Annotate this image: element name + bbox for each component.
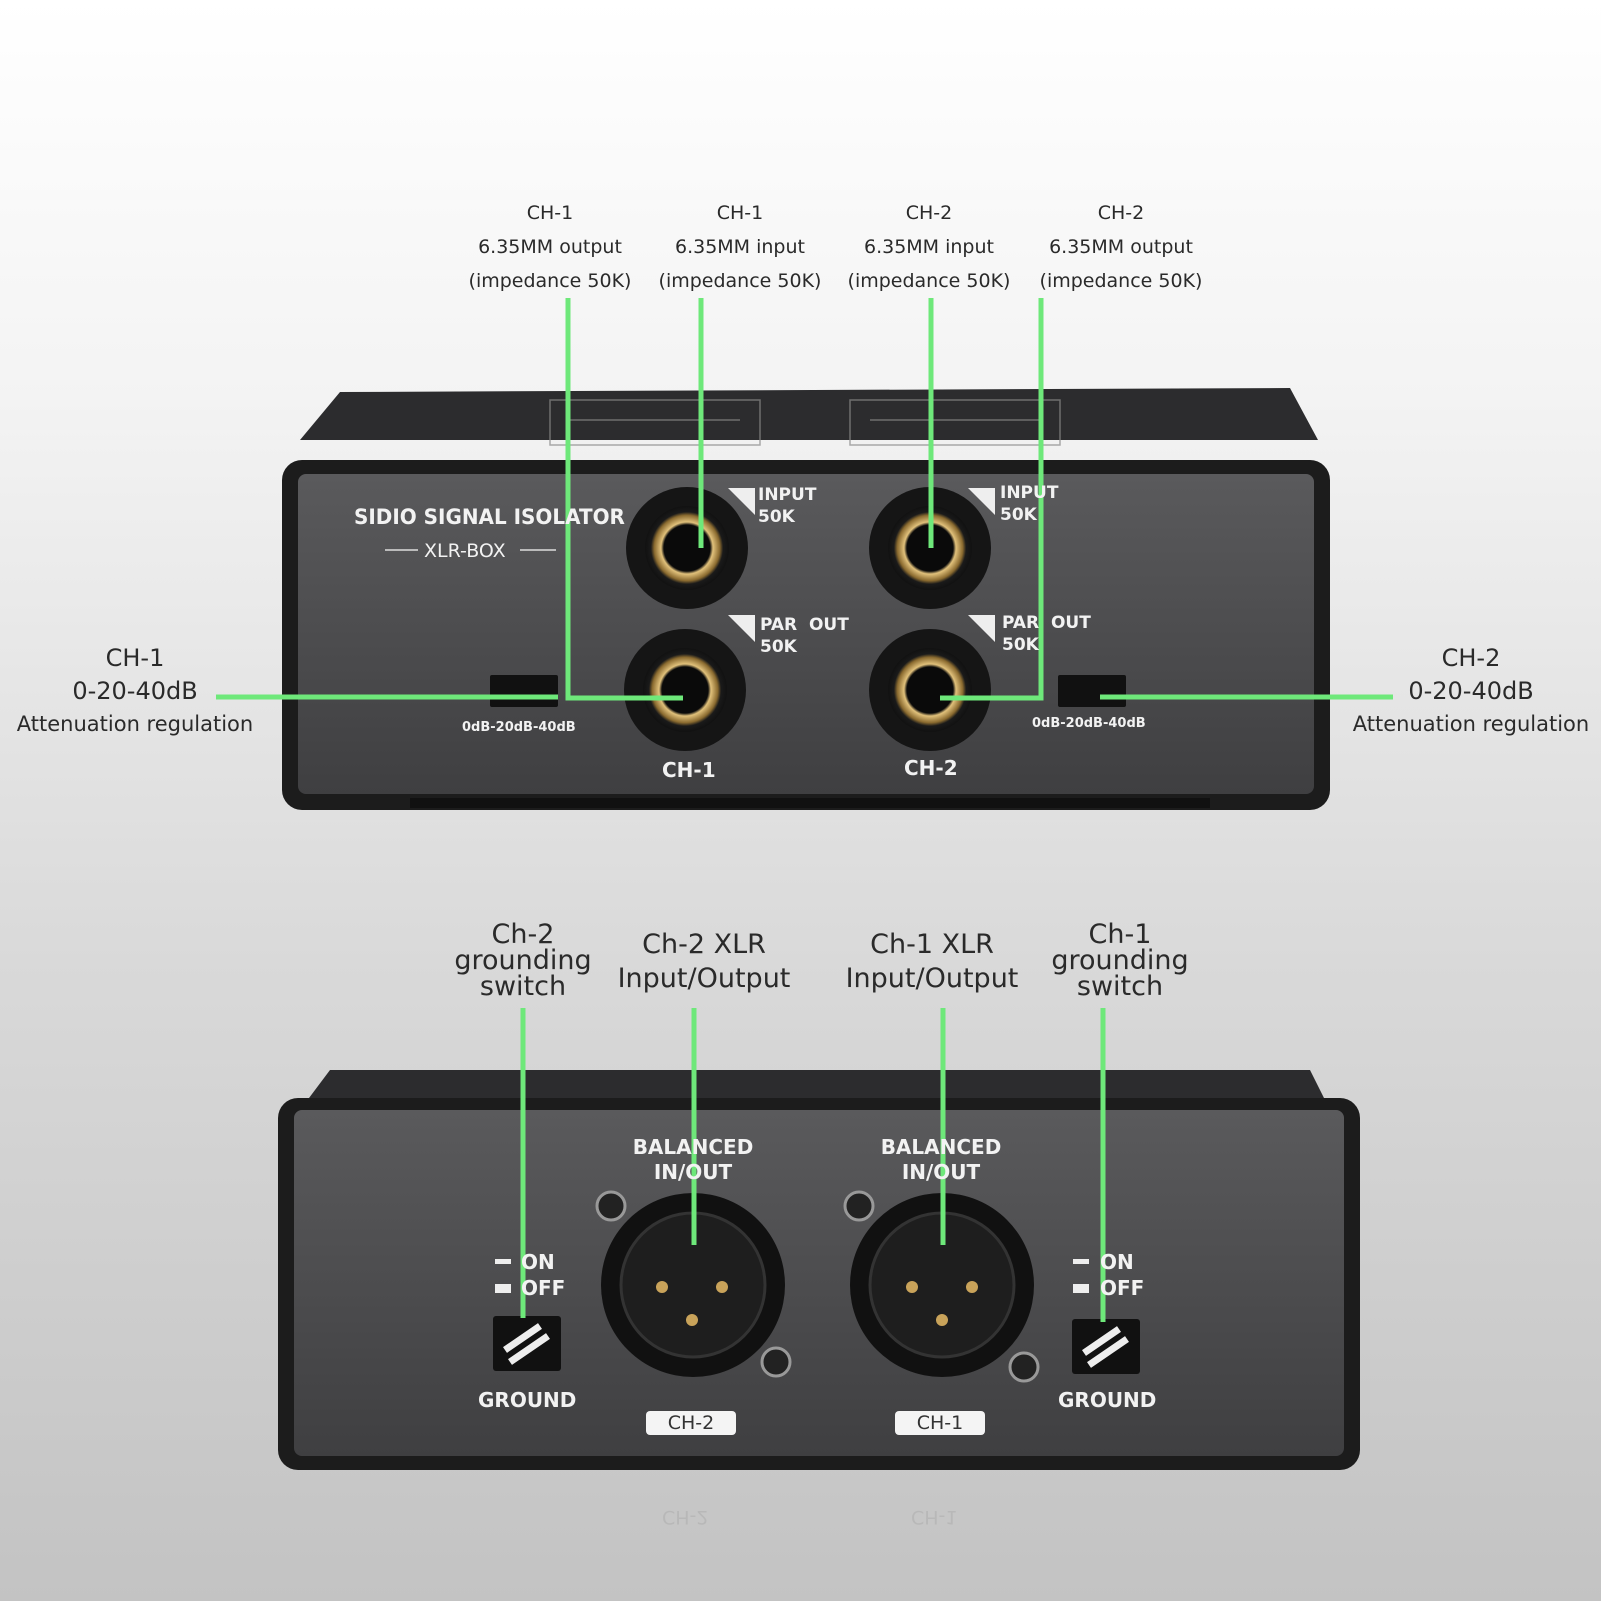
ch1-attenuation-switch (490, 675, 558, 707)
reflection-ch2: CH-2 (662, 1506, 709, 1528)
balanced-text: BALANCED (632, 1135, 754, 1159)
callout-line2: Input/Output (845, 963, 1019, 994)
callout-ch1-attenuation: CH-1 0-20-40dB Attenuation regulation (10, 642, 260, 741)
ch1-input-jack (626, 487, 748, 609)
parout-text: PAR OUT (760, 615, 849, 635)
impedance-text: 50K (1000, 505, 1037, 525)
callout-line1: CH-2 (905, 202, 953, 224)
callout-ch1-grounding: Ch-1 grounding switch (1030, 919, 1210, 1002)
callout-line2: 0-20-40dB (72, 677, 198, 705)
callout-ch2-attenuation: CH-2 0-20-40dB Attenuation regulation (1346, 642, 1596, 741)
callout-line3: (impedance 50K) (658, 270, 822, 292)
ch1-front-label: CH-1 (662, 758, 716, 782)
callout-line3: (impedance 50K) (468, 270, 632, 292)
callout-line3: switch (479, 971, 567, 1002)
ch1-ground-switch (1072, 1319, 1140, 1374)
input-text: INPUT (1000, 483, 1059, 503)
rear-panel (294, 1110, 1344, 1456)
ch2-balanced-label: BALANCED IN/OUT (628, 1135, 758, 1185)
ch1-ground-label: GROUND (1058, 1388, 1157, 1412)
on-text: ON (1100, 1250, 1134, 1274)
callout-line3: Attenuation regulation (1352, 712, 1590, 736)
callout-line3: switch (1076, 971, 1164, 1002)
off-text: OFF (1100, 1276, 1145, 1300)
ch1-output-jack (624, 629, 746, 751)
ch1-input-label: INPUT 50K (758, 484, 816, 528)
callout-line2: grounding (1051, 945, 1189, 976)
brand-label: SIDIO SIGNAL ISOLATOR (354, 505, 625, 529)
ch2-onoff-label: ON OFF (521, 1249, 565, 1301)
front-device (282, 388, 1330, 810)
impedance-text: 50K (760, 637, 797, 657)
callout-line3: (impedance 50K) (1039, 270, 1203, 292)
ch1-onoff-label: ON OFF (1100, 1249, 1144, 1301)
callout-line2: 6.35MM output (478, 236, 622, 258)
ch2-xlr-connector (595, 1190, 792, 1378)
callout-line2: 6.35MM input (863, 236, 994, 258)
input-text: INPUT (758, 485, 817, 505)
callout-ch2-xlr: Ch-2 XLR Input/Output (604, 928, 804, 996)
callout-line2: Input/Output (617, 963, 791, 994)
ch1-badge: CH-1 (895, 1411, 985, 1435)
callout-ch2-output: CH-2 6.35MM output (impedance 50K) (1021, 196, 1221, 298)
ch2-ground-switch (493, 1316, 561, 1371)
front-panel (298, 474, 1314, 794)
callout-line2: 0-20-40dB (1408, 677, 1534, 705)
model-label: XLR-BOX (424, 540, 506, 562)
callout-line1: CH-1 (105, 644, 165, 672)
ch2-input-label: INPUT 50K (1000, 482, 1058, 526)
callout-line2: 6.35MM input (674, 236, 805, 258)
callout-line2: grounding (454, 945, 592, 976)
callout-ch1-output: CH-1 6.35MM output (impedance 50K) (450, 196, 650, 298)
balanced-text: BALANCED (880, 1135, 1002, 1159)
inout-text: IN/OUT (901, 1160, 981, 1184)
callout-line1: CH-1 (716, 202, 764, 224)
ch2-ground-label: GROUND (478, 1388, 577, 1412)
callout-line3: Attenuation regulation (16, 712, 254, 736)
callout-ch1-input: CH-1 6.35MM input (impedance 50K) (640, 196, 840, 298)
reflection-ch1: CH-1 (911, 1506, 958, 1528)
inout-text: IN/OUT (653, 1160, 733, 1184)
ch2-badge: CH-2 (646, 1411, 736, 1435)
callout-line1: CH-2 (1441, 644, 1501, 672)
callout-line1: CH-2 (1097, 202, 1145, 224)
callout-line-ch2-output (940, 298, 1044, 701)
callout-line1: Ch-2 (491, 919, 555, 950)
ch1-xlr-connector (843, 1190, 1040, 1383)
ch2-output-jack (869, 629, 991, 751)
callout-line-ch1-output (565, 298, 683, 701)
callout-ch1-xlr: Ch-1 XLR Input/Output (832, 928, 1032, 996)
callout-line1: Ch-1 XLR (870, 929, 994, 960)
on-text: ON (521, 1250, 555, 1274)
callout-ch2-grounding: Ch-2 grounding switch (433, 919, 613, 1002)
impedance-text: 50K (758, 507, 795, 527)
callout-line2: 6.35MM output (1049, 236, 1193, 258)
ch2-front-label: CH-2 (904, 756, 958, 780)
ch1-parout-label: PAR OUT 50K (760, 614, 849, 658)
callout-line1: Ch-1 (1088, 919, 1152, 950)
impedance-text: 50K (1002, 635, 1039, 655)
ch2-atten-scale: 0dB-20dB-40dB (1032, 716, 1146, 731)
callout-lines (216, 298, 1393, 1322)
callout-line1: Ch-2 XLR (642, 929, 766, 960)
parout-text: PAR OUT (1002, 613, 1091, 633)
ch2-parout-label: PAR OUT 50K (1002, 612, 1091, 656)
ch2-attenuation-switch (1058, 675, 1126, 707)
callout-ch2-input: CH-2 6.35MM input (impedance 50K) (829, 196, 1029, 298)
callout-line1: CH-1 (526, 202, 574, 224)
ch1-balanced-label: BALANCED IN/OUT (876, 1135, 1006, 1185)
ch1-atten-scale: 0dB-20dB-40dB (462, 720, 576, 735)
callout-line3: (impedance 50K) (847, 270, 1011, 292)
off-text: OFF (521, 1276, 566, 1300)
rear-device (278, 1070, 1360, 1470)
